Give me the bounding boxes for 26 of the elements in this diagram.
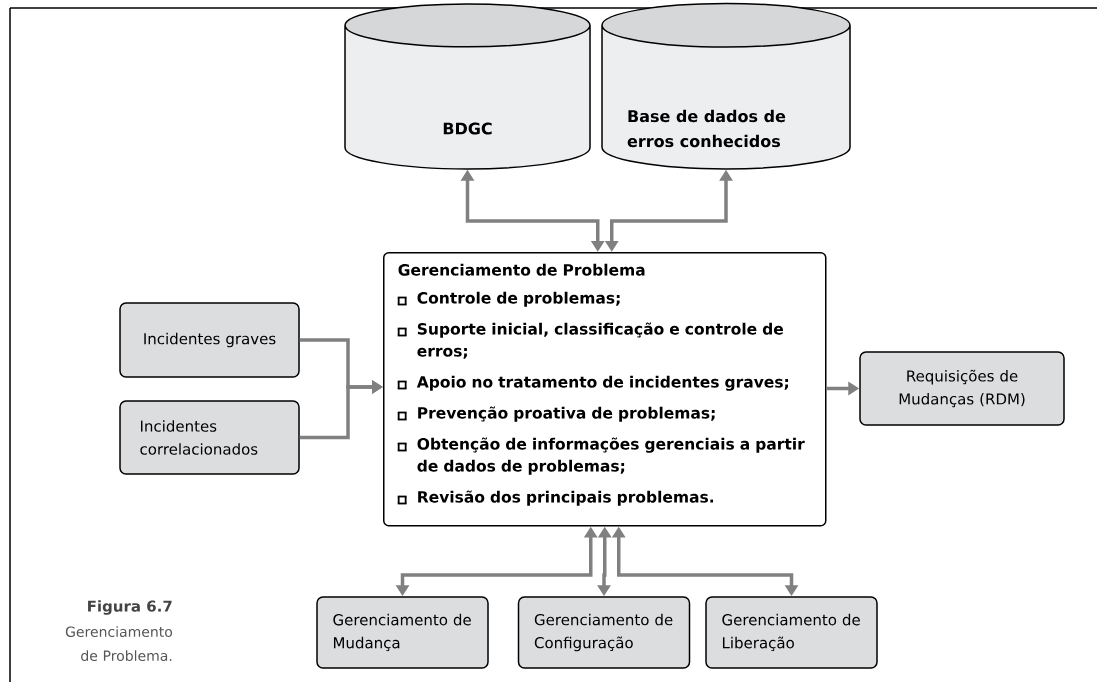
- label-text: BDGC: [443, 122, 492, 135]
- label-text: Requisições de Mudanças (RDM): [899, 369, 1025, 408]
- process-box: [859, 351, 1065, 426]
- box-heading: Gerenciamento de Problema: [398, 263, 645, 276]
- list-item: Obtenção de informações gerenciais a partir de dados de problemas;: [396, 437, 805, 475]
- process-box: [517, 596, 691, 669]
- list-item: Apoio no tratamento de incidentes graves;: [396, 375, 789, 391]
- list-item: Prevenção proativa de problemas;: [396, 406, 715, 422]
- figure-caption: Gerenciamento de Problema.: [65, 626, 173, 662]
- list-item: Suporte inicial, classificação e controle de erros;: [396, 322, 783, 359]
- process-box: [383, 252, 827, 527]
- process-box: [316, 596, 489, 669]
- label-text: Incidentes correlacionados: [140, 420, 258, 455]
- process-box: [119, 302, 300, 378]
- label-text: Gerenciamento de Configuração: [534, 613, 673, 652]
- list-item: Controle de problemas;: [396, 291, 620, 307]
- figure-number: Figura 6.7: [88, 600, 172, 615]
- process-box: [705, 596, 878, 669]
- database-cylinder: [601, 2, 851, 170]
- list-item: Revisão dos principais problemas.: [396, 490, 714, 506]
- label-text: Gerenciamento de Mudança: [333, 613, 471, 652]
- database-cylinder: [344, 3, 591, 170]
- label-text: Base de dados de erros conhecidos: [627, 109, 786, 148]
- process-box: [119, 400, 300, 475]
- label-text: Incidentes graves: [144, 332, 276, 348]
- label-text: Gerenciamento de Liberação: [722, 613, 860, 652]
